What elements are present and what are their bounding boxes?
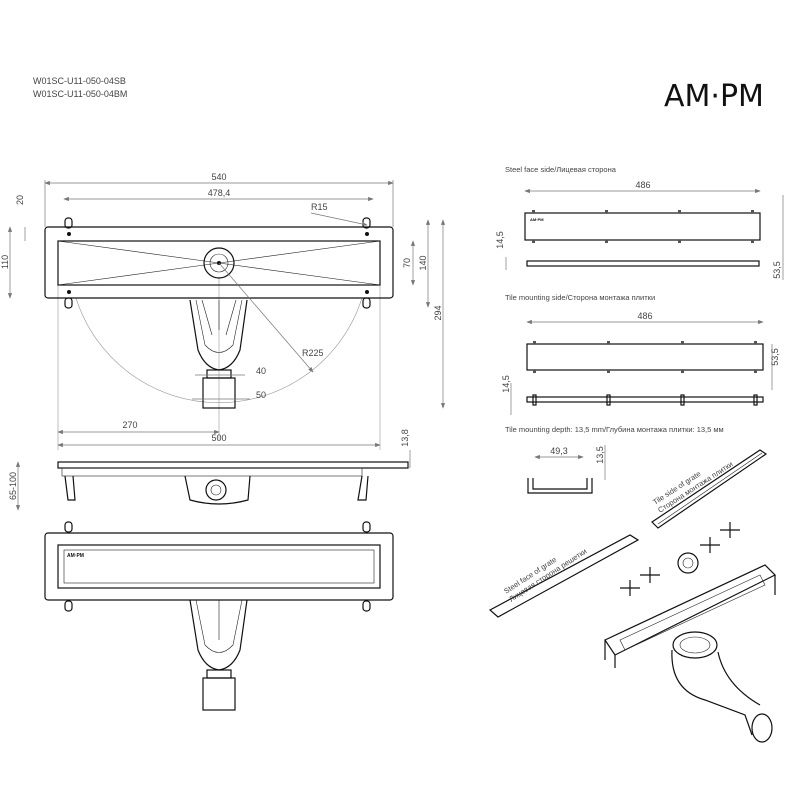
steel-face-views: Steel face side/Лицевая сторона 486 AM·P… <box>495 165 784 280</box>
side-view: 65-100 13,8 <box>8 429 411 511</box>
dim-50: 50 <box>256 390 266 400</box>
dim-65-100: 65-100 <box>8 472 18 500</box>
profile-depth: 13,5 <box>595 446 605 464</box>
tile-side-thickness: 14,5 <box>501 375 511 393</box>
brand-logo: AM·PM <box>664 79 764 114</box>
profile-view: Tile mounting depth: 13,5 mm/Глубина мон… <box>505 425 724 494</box>
dim-70: 70 <box>402 258 412 268</box>
steel-face-title: Steel face side/Лицевая сторона <box>505 165 617 174</box>
steel-face-label-ru: Лицевая сторона решетки <box>507 547 588 604</box>
top-view: 540 478,4 R15 R225 110 20 70 140 294 40 … <box>0 172 446 450</box>
isometric-view: Tile side of grate Сторона монтажа плитк… <box>488 449 777 743</box>
dim-478-4: 478,4 <box>208 188 231 198</box>
dim-13-8: 13,8 <box>400 429 410 447</box>
dim-r15: R15 <box>311 202 328 212</box>
tile-side-width: 53,5 <box>770 348 780 366</box>
tile-side-views: Tile mounting side/Сторона монтажа плитк… <box>501 293 780 415</box>
dim-540: 540 <box>211 172 226 182</box>
tile-side-title: Tile mounting side/Сторона монтажа плитк… <box>505 293 655 302</box>
model-code-bm: W01SC-U11-050-04BM <box>33 89 127 99</box>
dim-140: 140 <box>418 255 428 270</box>
steel-face-length: 486 <box>635 180 650 190</box>
dim-20: 20 <box>15 195 25 205</box>
depth-note: Tile mounting depth: 13,5 mm/Глубина мон… <box>505 425 724 434</box>
profile-width: 49,3 <box>550 446 568 456</box>
dim-110: 110 <box>0 255 10 269</box>
tile-side-label-ru: Сторона монтажа плитки <box>656 459 734 514</box>
dim-270: 270 <box>122 420 137 430</box>
mini-logo: AM·PM <box>67 553 84 559</box>
steel-face-logo: AM·PM <box>530 217 544 222</box>
tile-side-length: 486 <box>637 311 652 321</box>
dim-40: 40 <box>256 366 266 376</box>
dim-294: 294 <box>433 305 443 320</box>
dim-r225: R225 <box>302 348 324 358</box>
dim-500: 500 <box>211 433 226 443</box>
model-code-sb: W01SC-U11-050-04SB <box>33 76 126 86</box>
bottom-view: AM·PM <box>44 521 394 711</box>
steel-face-width: 53,5 <box>772 261 782 279</box>
steel-face-thickness: 14,5 <box>495 231 505 249</box>
